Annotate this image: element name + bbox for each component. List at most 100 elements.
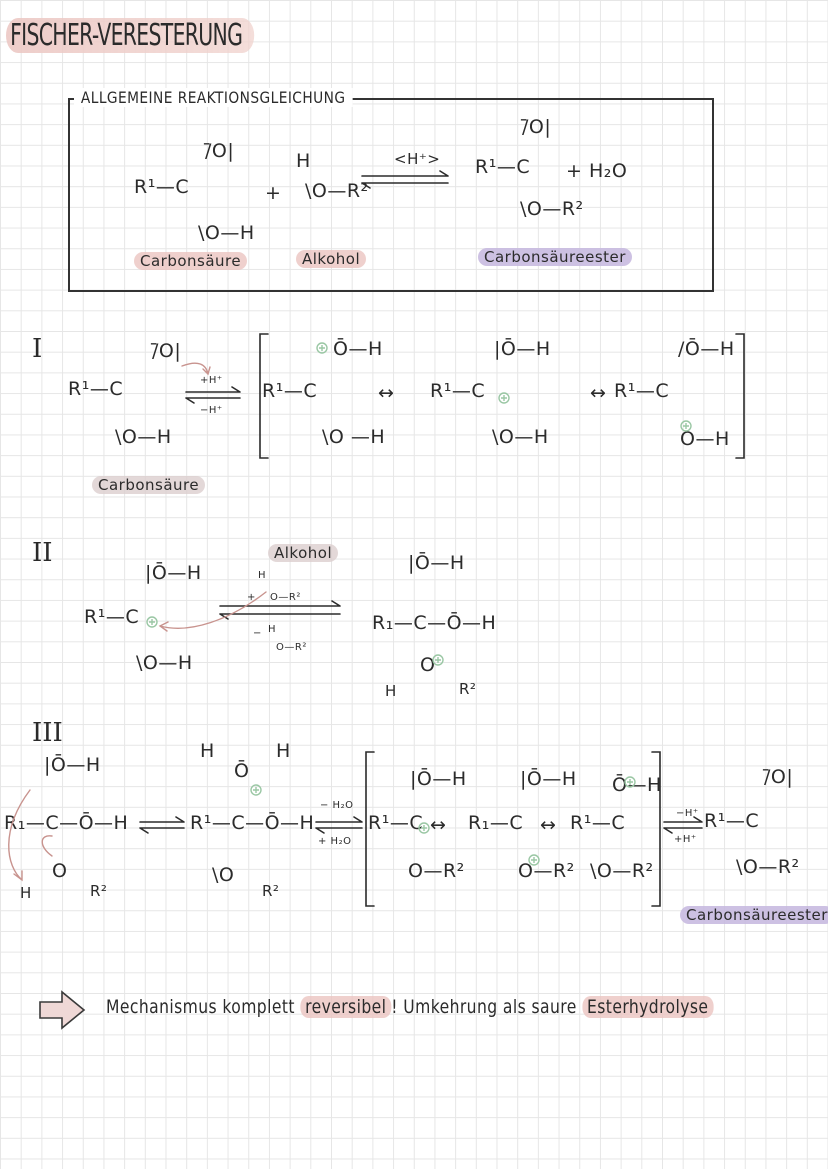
step3-curved-arrow-1 [8, 789, 31, 882]
label-carbonsaeureester: Carbonsäureester [478, 248, 632, 266]
conclusion-arrow-icon [39, 990, 86, 1030]
step2-arrow-or: O—R² [270, 592, 301, 603]
step3-arrow2-bottom: +H⁺ [674, 834, 697, 845]
step3-back-arrow-2 [315, 827, 363, 834]
plus-sign: + [265, 182, 282, 204]
step1-bracket-right [735, 333, 745, 459]
step3-bracket-right [651, 751, 661, 907]
step3-arrow-bottom: + H₂O [318, 836, 352, 847]
step2-forward-arrow [219, 600, 341, 607]
step3-ester-o: /̄O| [764, 766, 794, 788]
step2-prod-r: R² [459, 680, 477, 698]
step2-arrow-h: H [258, 570, 267, 581]
step2-prod-oh: |Ō—H [408, 552, 465, 574]
step3-m1-h: H [20, 884, 32, 902]
conclusion-text: Mechanismus komplett reversibel! Umkehru… [106, 996, 714, 1018]
step1-acid-c: R¹—C [68, 378, 124, 400]
step3-curved-arrow-2 [41, 835, 53, 857]
step3-label-ester: Carbonsäureester [680, 906, 828, 924]
step3-res1-c: R¹—C [368, 812, 424, 834]
step3-arrow2-top: −H⁺ [676, 808, 699, 819]
step2-arrow-minus: − [253, 628, 262, 639]
step-3-numeral: III [32, 718, 63, 748]
step3-res2-or: O—R² [518, 860, 575, 882]
step1-back-arrow [185, 397, 241, 404]
step3-res1-oh: |Ō—H [410, 768, 467, 790]
step3-res3-c: R¹—C [570, 812, 626, 834]
conclusion-part-3: ! Umkehrung als saure [391, 996, 577, 1018]
step3-back-arrow-1 [139, 827, 185, 834]
step2-curved-arrow [158, 591, 267, 632]
step3-m2-o: Ō [234, 760, 250, 782]
general-forward-arrow [361, 170, 449, 177]
step1-bracket-left [259, 333, 269, 459]
step1-res3-oh: /Ō—H [678, 338, 735, 360]
general-reaction-box [68, 98, 714, 292]
conclusion-reversibel: reversibel [300, 996, 392, 1018]
acid-carbonyl-o: /̄O| [205, 140, 235, 162]
ester-alkoxy: \O—R² [520, 198, 584, 220]
step3-res-arrow-1: ↔ [430, 814, 447, 836]
step1-acid-oh: \O—H [115, 426, 172, 448]
step2-prod-o: O [420, 654, 436, 676]
step1-res1-c: R¹—C [262, 380, 318, 402]
step2-prod-chain: R₁—C—Ō—H [372, 612, 497, 634]
step-1-numeral: I [32, 334, 43, 364]
label-carbonsaeure-wrap: Carbonsäure [134, 252, 248, 270]
step3-ester-or: \O—R² [736, 856, 800, 878]
general-back-arrow [361, 182, 449, 189]
step2-arrow-h2: H [268, 624, 277, 635]
step1-res3-oh2: O—H [680, 428, 730, 450]
alcohol-hydrogen: H [296, 150, 311, 172]
step-2-numeral: II [32, 538, 53, 568]
step1-arrow-bottom: −H⁺ [200, 405, 223, 416]
step3-m1-oh: |Ō—H [44, 754, 101, 776]
label-carbonsaeure: Carbonsäure [134, 252, 248, 270]
step1-forward-arrow [185, 386, 241, 393]
general-reaction-heading: ALLGEMEINE REAKTIONSGLEICHUNG [74, 88, 353, 107]
step1-label-wrap: Carbonsäure [92, 476, 206, 494]
alcohol-formula: \O—R² [305, 180, 369, 202]
step1-res1-oh: Ō—H [333, 338, 383, 360]
step3-res2-c: R₁—C [468, 812, 524, 834]
label-ester-wrap: Carbonsäureester [478, 248, 632, 266]
step3-label-wrap: Carbonsäureester [680, 906, 828, 924]
step3-m2-h2: H [276, 740, 291, 762]
step3-forward-arrow-2 [315, 816, 363, 823]
conclusion-part-1: Mechanismus komplett [106, 996, 295, 1018]
step2-oh-bottom: \O—H [136, 652, 193, 674]
conclusion-esterhydrolyse: Esterhydrolyse [582, 996, 714, 1018]
step3-res1-or: O—R² [408, 860, 465, 882]
step3-m2-h: H [200, 740, 215, 762]
step3-m2-o2: \O [212, 864, 235, 886]
ester-carbon: R¹—C [475, 156, 531, 178]
step2-arrow-plus: + [247, 592, 256, 603]
label-alkohol-wrap: Alkohol [296, 250, 367, 268]
label-alkohol: Alkohol [296, 250, 367, 268]
step3-arrow-top: − H₂O [320, 800, 354, 811]
step3-m1-chain: R₁—C—Ō—H [4, 812, 129, 834]
step1-acid-o: /̄O| [152, 340, 182, 362]
step3-ester-c: R¹—C [704, 810, 760, 832]
step1-arrow-top: +H⁺ [200, 375, 223, 386]
step1-label-carbonsaeure: Carbonsäure [92, 476, 206, 494]
step3-m1-r: R² [90, 882, 108, 900]
step1-res2-c: R¹—C [430, 380, 486, 402]
step1-res3-c: R¹—C [614, 380, 670, 402]
acid-carbon: R¹—C [134, 176, 190, 198]
step2-label-wrap: Alkohol [268, 544, 339, 562]
resonance-arrow-1: ↔ [378, 382, 395, 404]
step1-curved-arrow [181, 362, 211, 376]
step1-res1-oh2: \O —H [322, 426, 386, 448]
step3-res-arrow-2: ↔ [540, 814, 557, 836]
charge-markers [146, 342, 692, 866]
step3-m1-o: O [52, 860, 68, 882]
step3-forward-arrow-3 [663, 816, 703, 823]
step3-forward-arrow-1 [139, 816, 185, 823]
step3-bracket-left [365, 751, 375, 907]
step3-res3-or: \O—R² [590, 860, 654, 882]
step1-res2-oh: |Ō—H [494, 338, 551, 360]
step2-back-arrow [219, 613, 341, 620]
ester-carbonyl-o: /̄O| [522, 116, 552, 138]
step2-oh-top: |Ō—H [145, 562, 202, 584]
